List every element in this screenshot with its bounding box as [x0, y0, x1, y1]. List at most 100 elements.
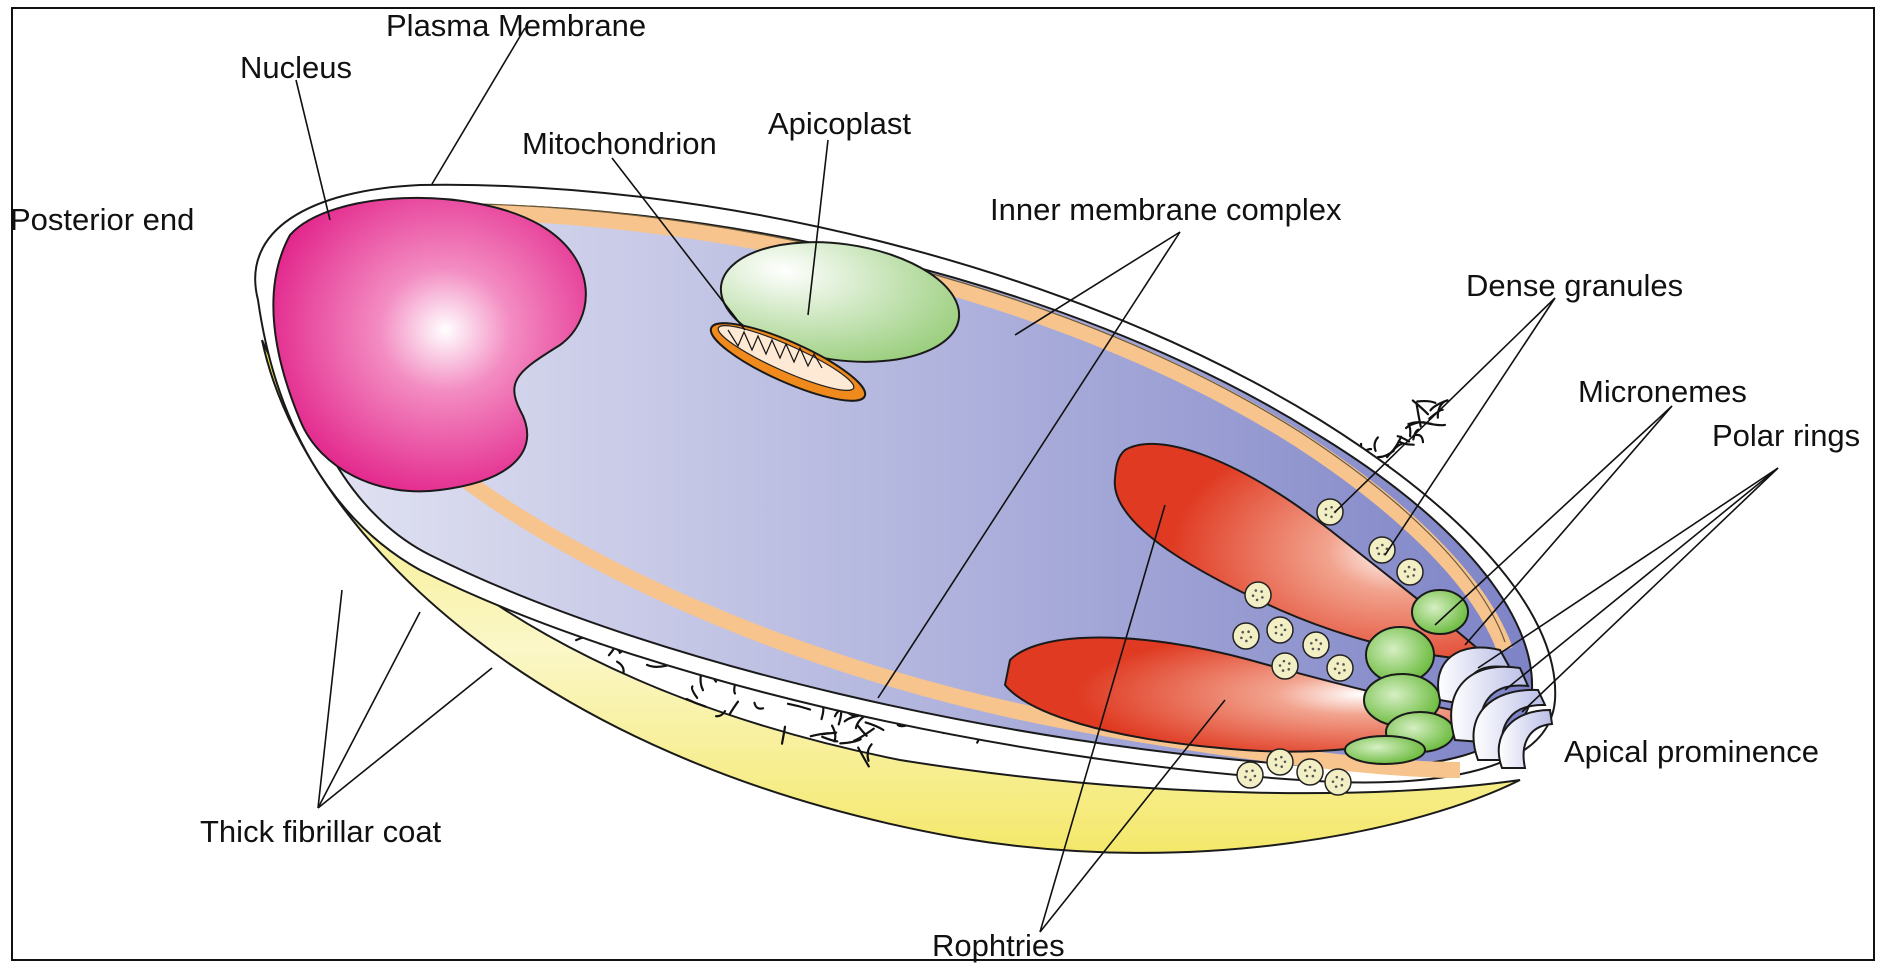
- coat-fibril: [1416, 435, 1423, 442]
- coat-fibril: [755, 703, 764, 709]
- granule-dot: [1240, 637, 1243, 640]
- granule-dot: [1283, 660, 1286, 663]
- dense-granule: [1267, 749, 1293, 775]
- label-micronemes: Micronemes: [1578, 374, 1747, 409]
- granule-dot: [1407, 575, 1410, 578]
- granule-dot: [1280, 756, 1283, 759]
- granule-dot: [1315, 639, 1318, 642]
- dense-granule: [1303, 632, 1329, 658]
- granule-dot: [1252, 594, 1255, 597]
- granule-dot: [1404, 570, 1407, 573]
- label-apicoplast: Apicoplast: [768, 106, 911, 141]
- coat-fibril: [1375, 437, 1378, 451]
- granule-dot: [1284, 760, 1287, 763]
- coat-fibril: [647, 665, 666, 667]
- coat-fibril: [854, 729, 874, 741]
- granule-dot: [1247, 630, 1250, 633]
- granule-dot: [1376, 547, 1379, 550]
- dense-granule: [1267, 617, 1293, 643]
- granule-dot: [1280, 765, 1283, 768]
- granule-dot: [1280, 624, 1283, 627]
- label-rophtries: Rophtries: [932, 928, 1065, 963]
- granule-dot: [1408, 566, 1411, 569]
- granule-dot: [1284, 629, 1287, 632]
- label-nucleus: Nucleus: [240, 50, 352, 85]
- dense-granule: [1297, 759, 1323, 785]
- label-plasma-membrane: Plasma Membrane: [386, 8, 646, 43]
- granule-dot: [1275, 758, 1278, 761]
- label-inner-membrane-complex: Inner membrane complex: [990, 192, 1342, 227]
- granule-dot: [1341, 784, 1344, 787]
- granule-dot: [1256, 599, 1259, 602]
- dense-granule: [1245, 582, 1271, 608]
- label-thick-fibrillar-coat: Thick fibrillar coat: [200, 814, 442, 849]
- coat-fibril: [788, 704, 810, 710]
- dense-granule: [1325, 769, 1351, 795]
- coat-fibril: [839, 711, 842, 724]
- granule-dot: [1249, 779, 1252, 782]
- granule-dot: [1336, 776, 1339, 779]
- label-polar-rings: Polar rings: [1712, 418, 1860, 453]
- granule-dot: [1336, 662, 1339, 665]
- coat-fibril: [1408, 424, 1410, 436]
- granule-dot: [1342, 663, 1345, 666]
- granule-dot: [1413, 568, 1416, 571]
- granule-dot: [1317, 648, 1320, 651]
- dense-granule: [1317, 499, 1343, 525]
- granule-dot: [1287, 668, 1290, 671]
- coat-fibril: [692, 686, 697, 698]
- granule-dot: [1330, 515, 1333, 518]
- label-posterior-end: Posterior end: [10, 202, 194, 237]
- dense-granule: [1237, 762, 1263, 788]
- granule-dot: [1244, 776, 1247, 779]
- granule-dot: [1310, 642, 1313, 645]
- granule-dot: [1309, 766, 1312, 769]
- granule-dot: [1313, 769, 1316, 772]
- granule-dot: [1250, 636, 1253, 639]
- granule-dot: [1343, 669, 1346, 672]
- granule-dot: [1255, 589, 1258, 592]
- granule-dot: [1275, 626, 1278, 629]
- granule-dot: [1381, 544, 1384, 547]
- dense-granule: [1233, 623, 1259, 649]
- granule-dot: [1330, 506, 1333, 509]
- granule-dot: [1332, 780, 1335, 783]
- dense-granule: [1397, 559, 1423, 585]
- granule-dot: [1245, 770, 1248, 773]
- granule-dot: [1245, 640, 1248, 643]
- granule-dot: [1378, 553, 1381, 556]
- dense-granule: [1327, 655, 1353, 681]
- granule-dot: [1312, 775, 1315, 778]
- granule-dot: [1279, 664, 1282, 667]
- coat-fibril: [1413, 401, 1428, 415]
- granule-dot: [1288, 662, 1291, 665]
- granule-dot: [1338, 672, 1341, 675]
- granule-dot: [1282, 669, 1285, 672]
- granule-dot: [1341, 778, 1344, 781]
- dense-granule: [1272, 653, 1298, 679]
- granule-dot: [1254, 775, 1257, 778]
- granule-dot: [1241, 631, 1244, 634]
- granule-dot: [1275, 632, 1278, 635]
- granule-dot: [1280, 633, 1283, 636]
- granule-dot: [1320, 642, 1323, 645]
- coat-fibril: [729, 702, 738, 715]
- granule-dot: [1412, 574, 1415, 577]
- granule-dot: [1334, 668, 1337, 671]
- granule-dot: [1306, 775, 1309, 778]
- granule-dot: [1304, 769, 1307, 772]
- granule-dot: [1261, 596, 1264, 599]
- label-dense-granules: Dense granules: [1466, 268, 1683, 303]
- granule-dot: [1260, 590, 1263, 593]
- label-mitochondrion: Mitochondrion: [522, 126, 717, 161]
- granule-dot: [1312, 648, 1315, 651]
- granule-dot: [1325, 508, 1328, 511]
- granule-dot: [1251, 769, 1254, 772]
- granule-dot: [1335, 785, 1338, 788]
- coat-fibril: [1417, 401, 1435, 403]
- dense-granule: [1369, 537, 1395, 563]
- granule-dot: [1325, 514, 1328, 517]
- label-apical-prominence: Apical prominence: [1564, 734, 1819, 769]
